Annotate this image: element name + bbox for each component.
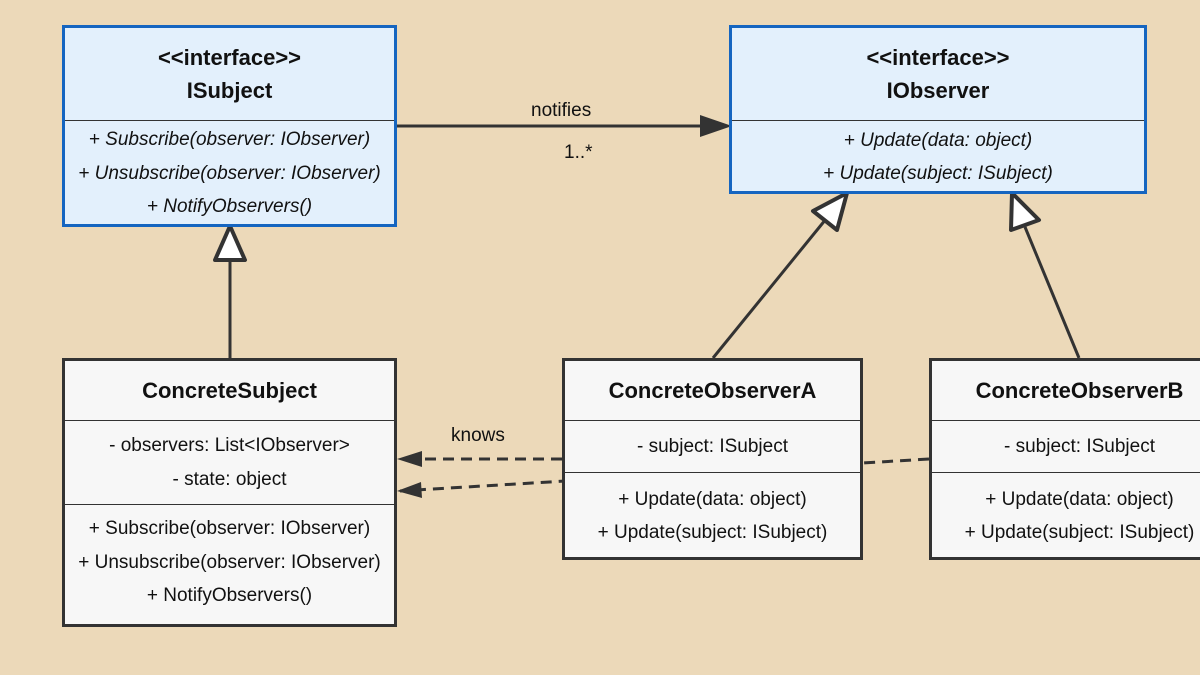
knows-dependency-b — [397, 457, 930, 498]
attribute-item: - state: object — [172, 468, 287, 490]
method-item: + Update(subject: ISubject) — [823, 163, 1053, 184]
concrete-subject-name: ConcreteSubject — [142, 378, 317, 403]
method-item: + Update(data: object) — [618, 488, 807, 510]
isubject-stereotype: <<interface>> — [157, 45, 302, 70]
concrete-observer-a-name: ConcreteObserverA — [608, 378, 817, 403]
attribute-item: - subject: ISubject — [636, 435, 789, 457]
concrete-subject-class[interactable]: ConcreteSubject - observers: List<IObser… — [62, 358, 397, 627]
realization-observer-b — [1009, 191, 1081, 359]
concrete-observer-b-class[interactable]: ConcreteObserverB - subject: ISubject + … — [929, 358, 1200, 560]
isubject-methods: + Subscribe(observer: IObserver) + Unsub… — [65, 121, 394, 226]
realization-subject — [213, 224, 247, 358]
concrete-observer-b-methods: + Update(data: object) + Update(subject:… — [932, 473, 1200, 559]
notifies-association — [397, 115, 732, 137]
method-item: + Update(data: object) — [985, 488, 1174, 510]
method-item: + Subscribe(observer: IObserver) — [88, 518, 371, 540]
knows-dependency-a — [397, 451, 562, 467]
notifies-label: notifies — [531, 100, 592, 121]
method-item: + Subscribe(observer: IObserver) — [88, 129, 371, 151]
method-item: + NotifyObservers() — [146, 196, 313, 218]
concrete-subject-header: ConcreteSubject — [65, 361, 394, 421]
concrete-observer-a-attributes: - subject: ISubject — [565, 421, 860, 473]
attribute-item: - subject: ISubject — [1003, 435, 1156, 457]
iobserver-stereotype: <<interface>> — [866, 45, 1010, 70]
concrete-observer-b-header: ConcreteObserverB — [932, 361, 1200, 421]
method-item: + NotifyObservers() — [146, 585, 313, 607]
concrete-observer-a-header: ConcreteObserverA — [565, 361, 860, 421]
concrete-observer-a-methods: + Update(data: object) + Update(subject:… — [565, 473, 860, 559]
concrete-observer-b-name: ConcreteObserverB — [975, 378, 1184, 403]
isubject-header: <<interface>> ISubject — [65, 28, 394, 121]
iobserver-methods: + Update(data: object) + Update(subject:… — [732, 121, 1144, 193]
concrete-observer-a-class[interactable]: ConcreteObserverA - subject: ISubject + … — [562, 358, 863, 560]
concrete-observer-b-attributes: - subject: ISubject — [932, 421, 1200, 473]
iobserver-name: IObserver — [886, 78, 990, 103]
attribute-item: - observers: List<IObserver> — [109, 435, 350, 456]
method-item: + Update(subject: ISubject) — [597, 522, 828, 543]
iobserver-interface[interactable]: <<interface>> IObserver + Update(data: o… — [729, 25, 1147, 194]
concrete-subject-attributes: - observers: List<IObserver> - state: ob… — [65, 421, 394, 505]
isubject-name: ISubject — [186, 78, 273, 103]
concrete-subject-methods: + Subscribe(observer: IObserver) + Unsub… — [65, 505, 394, 620]
isubject-interface[interactable]: <<interface>> ISubject + Subscribe(obser… — [62, 25, 397, 227]
method-item: + Update(subject: ISubject) — [964, 522, 1195, 543]
iobserver-header: <<interface>> IObserver — [732, 28, 1144, 121]
method-item: + Unsubscribe(observer: IObserver) — [78, 551, 381, 573]
realization-observer-a — [711, 191, 849, 359]
method-item: + Update(data: object) — [843, 129, 1033, 151]
knows-label: knows — [451, 425, 505, 446]
method-item: + Unsubscribe(observer: IObserver) — [78, 162, 381, 184]
multiplicity-label: 1..* — [564, 142, 593, 163]
